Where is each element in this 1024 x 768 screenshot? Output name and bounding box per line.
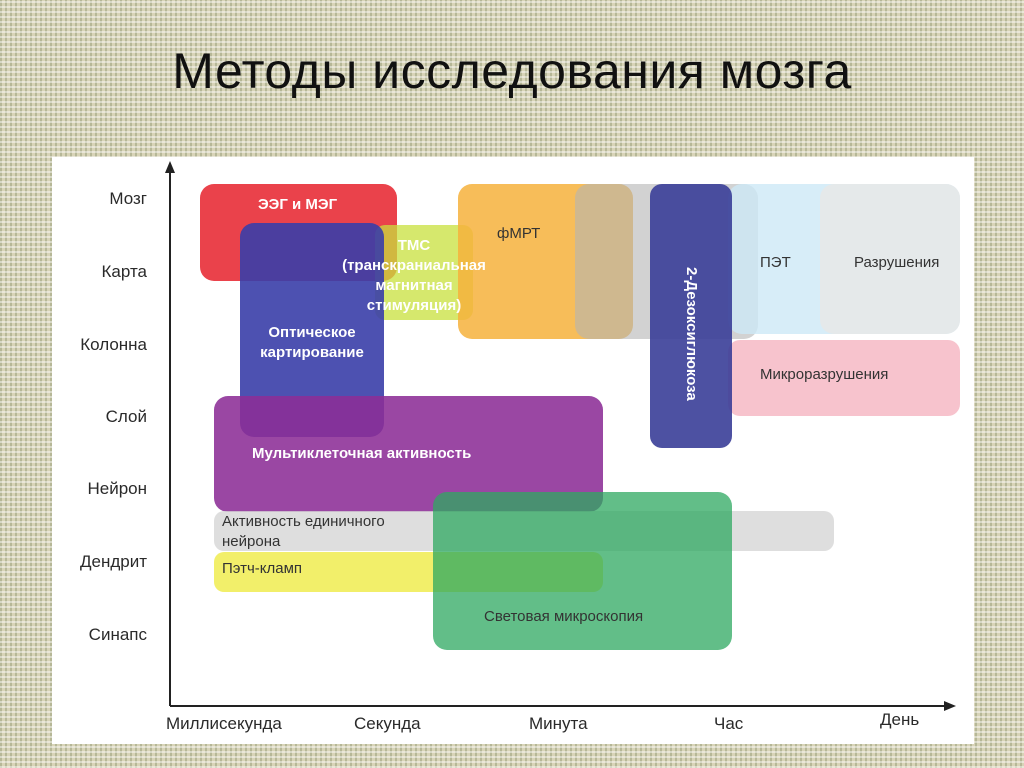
y-axis-arrow: [165, 161, 175, 173]
single-neuron-label-line-1: Активность единичного: [222, 513, 385, 530]
deoxyglucose-region: [650, 184, 732, 448]
lesions-label: Разрушения: [854, 254, 940, 271]
eeg-meg-label: ЭЭГ и МЭГ: [258, 196, 338, 213]
tms-label-line-2: (транскраниальная: [342, 257, 486, 274]
multicell-label: Мультиклеточная активность: [252, 445, 472, 462]
y-label-neuron: Нейрон: [87, 479, 147, 498]
diagram-panel: Мозг Карта Колонна Слой Нейрон Дендрит С…: [52, 157, 974, 744]
x-label-millisecond: Миллисекунда: [166, 714, 282, 733]
patch-clamp-label: Пэтч-кламп: [222, 560, 303, 577]
microlesions-label: Микроразрушения: [760, 366, 889, 383]
single-neuron-label: Активность единичного нейрона: [222, 512, 385, 552]
tms-region: [375, 225, 473, 320]
x-label-hour: Час: [714, 714, 744, 733]
x-axis-arrow: [944, 701, 956, 711]
y-label-synapse: Синапс: [88, 625, 147, 644]
tms-label: ТМС (транскраниальная магнитная стимуляц…: [314, 236, 514, 316]
tms-label-line-1: ТМС: [397, 237, 431, 254]
y-label-layer: Слой: [105, 407, 147, 426]
light-microscopy-label: Световая микроскопия: [484, 608, 644, 625]
microlesions-region: [728, 340, 960, 416]
optical-imaging-label-line-2: картирование: [260, 344, 364, 361]
optical-imaging-region: [240, 223, 384, 437]
slide-title: Методы исследования мозга: [172, 43, 852, 99]
y-label-map: Карта: [101, 262, 148, 281]
optical-imaging-label: Оптическое картирование: [232, 323, 392, 363]
multicell-region: [214, 396, 603, 512]
x-label-second: Секунда: [354, 714, 421, 733]
x-label-minute: Минута: [529, 714, 588, 733]
tms-label-line-4: стимуляция): [366, 297, 462, 314]
pet-label: ПЭТ: [760, 254, 791, 271]
optical-imaging-label-line-1: Оптическое: [268, 324, 356, 341]
lesions-region: [820, 184, 960, 334]
fmri-label: фМРТ: [497, 225, 541, 242]
x-label-day: День: [880, 710, 920, 729]
tms-label-line-3: магнитная: [375, 277, 453, 294]
light-microscopy-region: [433, 492, 732, 650]
single-neuron-label-line-2: нейрона: [222, 533, 281, 550]
y-label-dendrite: Дендрит: [79, 552, 147, 571]
y-label-column: Колонна: [80, 335, 147, 354]
diagram-canvas: [165, 161, 960, 711]
y-label-brain: Мозг: [109, 189, 147, 208]
deoxyglucose-label: 2-Дезоксиглюкоза: [683, 267, 700, 401]
